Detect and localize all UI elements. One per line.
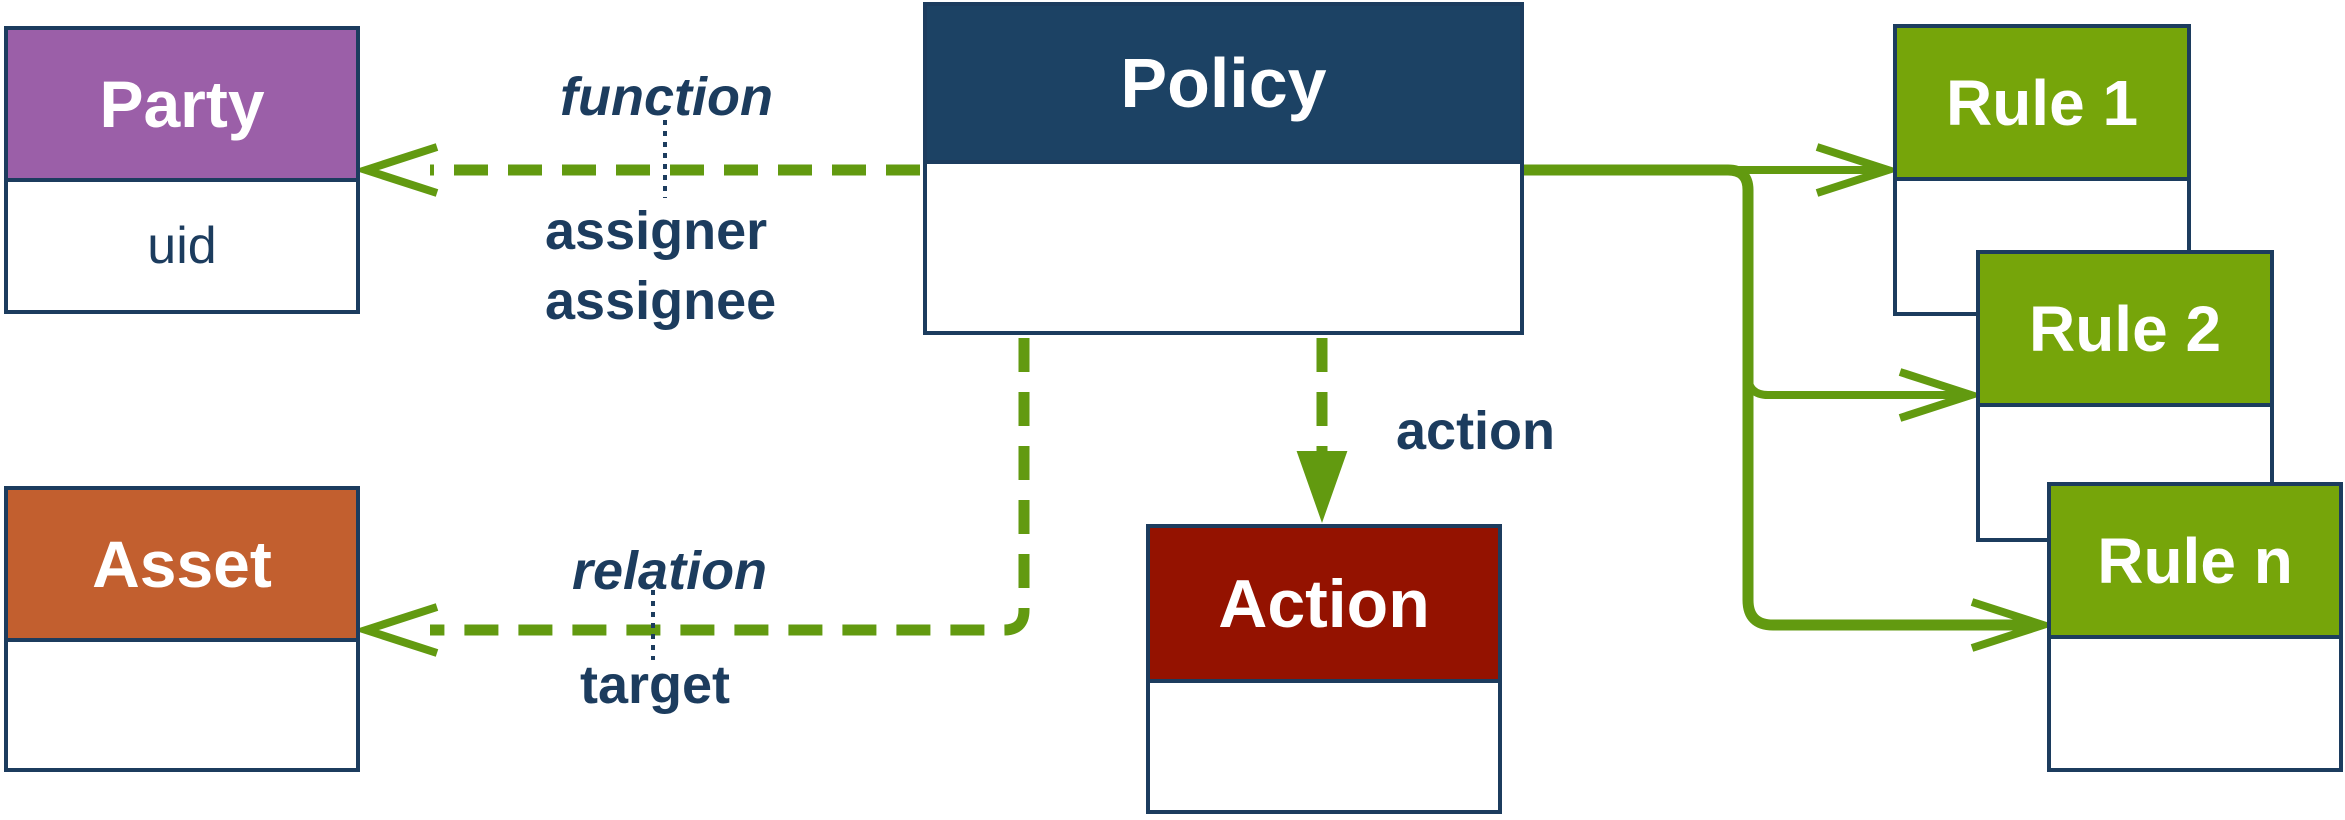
party-uid-label: uid: [147, 217, 217, 275]
rule2-title: Rule 2: [2028, 292, 2222, 365]
rule2-connector: [1744, 374, 1962, 399]
action-edge-label: action: [1396, 401, 1556, 461]
rule1-title: Rule 1: [1945, 66, 2139, 139]
action-arrowhead: [1296, 451, 1348, 524]
party-header: Party: [8, 30, 356, 182]
policy-title: Policy: [1120, 44, 1327, 122]
assigner-label: assigner: [545, 201, 768, 261]
rule2-header: Rule 2: [1980, 254, 2270, 407]
function-label: function: [560, 67, 773, 127]
target-label: target: [580, 655, 731, 715]
policy-header: Policy: [927, 6, 1520, 164]
party-arrowhead: [353, 143, 439, 197]
asset-title: Asset: [92, 527, 272, 601]
asset-arrowhead: [353, 603, 439, 657]
rulen-arrowhead: [1970, 598, 2056, 652]
policy-box[interactable]: Policy: [923, 2, 1524, 335]
action-title: Action: [1218, 565, 1430, 642]
party-title: Party: [99, 67, 265, 141]
party-attribute: uid: [8, 182, 356, 310]
rule1-box[interactable]: Rule 1: [1893, 24, 2191, 316]
assignee-label: assignee: [545, 271, 777, 331]
asset-header: Asset: [8, 490, 356, 642]
relation-label: relation: [572, 541, 768, 601]
action-box[interactable]: Action: [1146, 524, 1502, 814]
rule2-arrowhead: [1898, 368, 1984, 422]
rule1-header: Rule 1: [1897, 28, 2187, 181]
action-header: Action: [1150, 528, 1498, 683]
rule1-arrowhead: [1815, 143, 1901, 197]
rulen-title: Rule n: [2097, 524, 2293, 597]
asset-box[interactable]: Asset: [4, 486, 360, 772]
rulen-box[interactable]: Rule n: [2047, 482, 2343, 772]
party-box[interactable]: Party uid: [4, 26, 360, 314]
policy-asset-connector: [430, 338, 1030, 636]
rulen-header: Rule n: [2051, 486, 2339, 639]
